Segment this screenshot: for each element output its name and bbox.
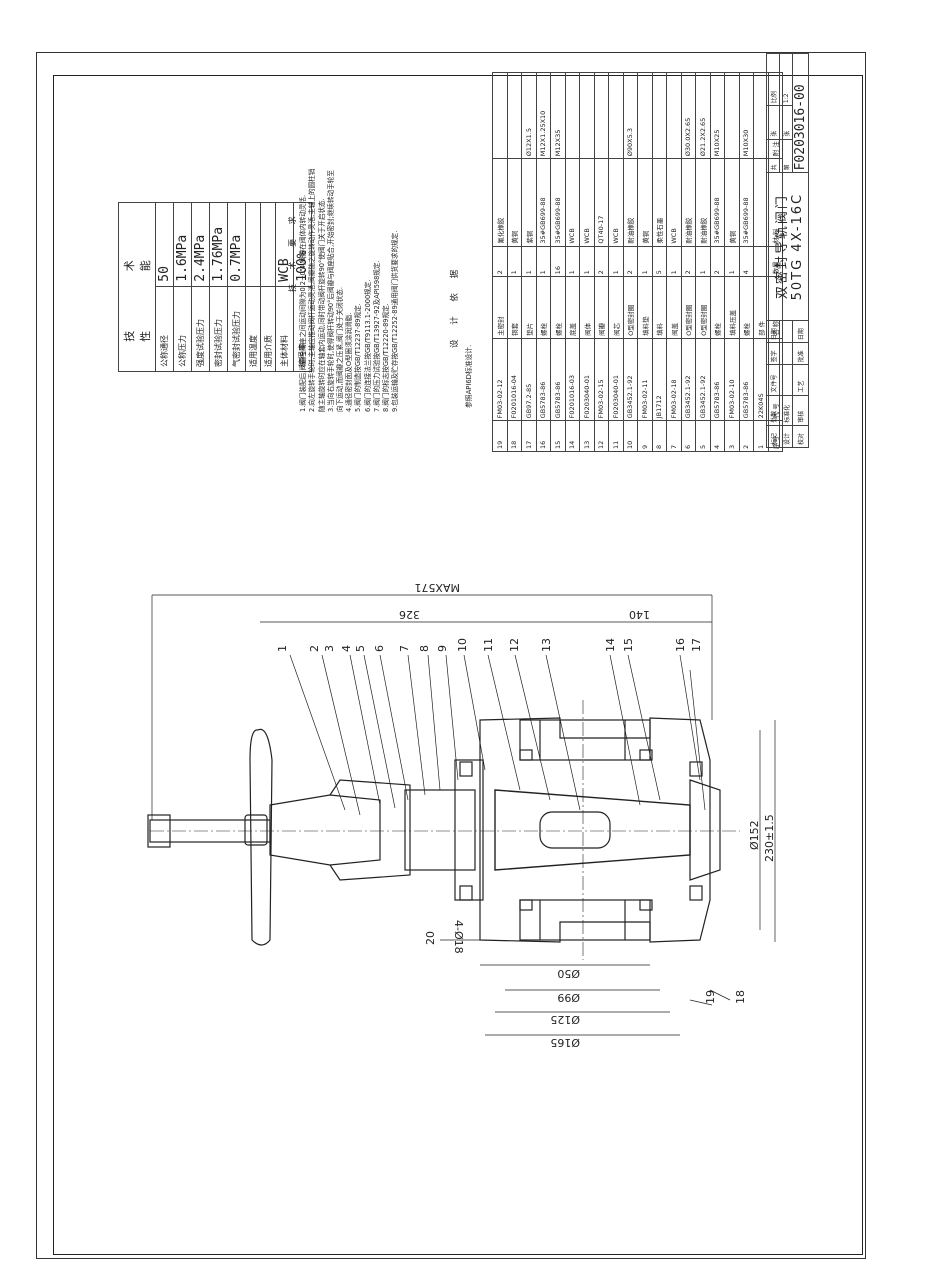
part-label-19: 19 (704, 990, 717, 1004)
dim-99: Ø99 (557, 991, 580, 1004)
drawing-sheet-inner-border (53, 75, 863, 1255)
plug-port (539, 811, 611, 849)
bottom-cover (689, 779, 721, 881)
part-label-14: 14 (604, 638, 617, 652)
handwheel (249, 728, 273, 946)
bonnet (404, 789, 476, 871)
yoke (269, 794, 381, 866)
part-label-8: 8 (418, 645, 431, 652)
dim-20: 20 (424, 931, 437, 945)
part-label-9: 9 (436, 645, 449, 652)
part-label-12: 12 (508, 638, 521, 652)
part-label-13: 13 (540, 638, 553, 652)
yoke-bracket (329, 779, 411, 881)
part-label-1: 1 (276, 645, 289, 652)
bottom-flange (519, 899, 651, 941)
part-label-5: 5 (354, 645, 367, 652)
part-label-10: 10 (456, 638, 469, 652)
dimension-lines (151, 594, 776, 1036)
dim-165: Ø165 (550, 1036, 580, 1049)
flange-bolts (459, 749, 703, 911)
part-label-3: 3 (323, 645, 336, 652)
drawing-sheet-outer-border (36, 52, 866, 1259)
part-label-7: 7 (398, 645, 411, 652)
part-label-17: 17 (690, 638, 703, 652)
dim-holes: 4-Ø18 (452, 920, 465, 954)
part-label-2: 2 (308, 645, 321, 652)
part-label-16: 16 (674, 638, 687, 652)
dim-152: Ø152 (748, 820, 761, 850)
part-number-labels: 1 2 3 4 5 6 7 8 9 10 11 12 13 14 15 16 1… (276, 638, 747, 1004)
part-label-18: 18 (734, 990, 747, 1004)
dim-125: Ø125 (550, 1013, 580, 1026)
bonnet-flange (454, 759, 484, 901)
dim-overall: MAX571 (414, 581, 460, 594)
part-label-15: 15 (622, 638, 635, 652)
top-flange (519, 719, 651, 761)
part-label-11: 11 (482, 638, 495, 652)
dim-50: Ø50 (557, 967, 580, 980)
part-label-4: 4 (340, 645, 353, 652)
dim-326: 326 (399, 608, 420, 621)
dimension-labels: MAX571 326 140 Ø152 230±1.5 4-Ø18 20 Ø50… (399, 581, 776, 1049)
handwheel-hub (244, 814, 268, 846)
stem-nut (147, 814, 171, 848)
dim-230: 230±1.5 (763, 814, 776, 862)
valve-plug (494, 789, 691, 871)
valve-body (479, 717, 711, 943)
dim-140: 140 (629, 608, 650, 621)
part-label-6: 6 (373, 645, 386, 652)
